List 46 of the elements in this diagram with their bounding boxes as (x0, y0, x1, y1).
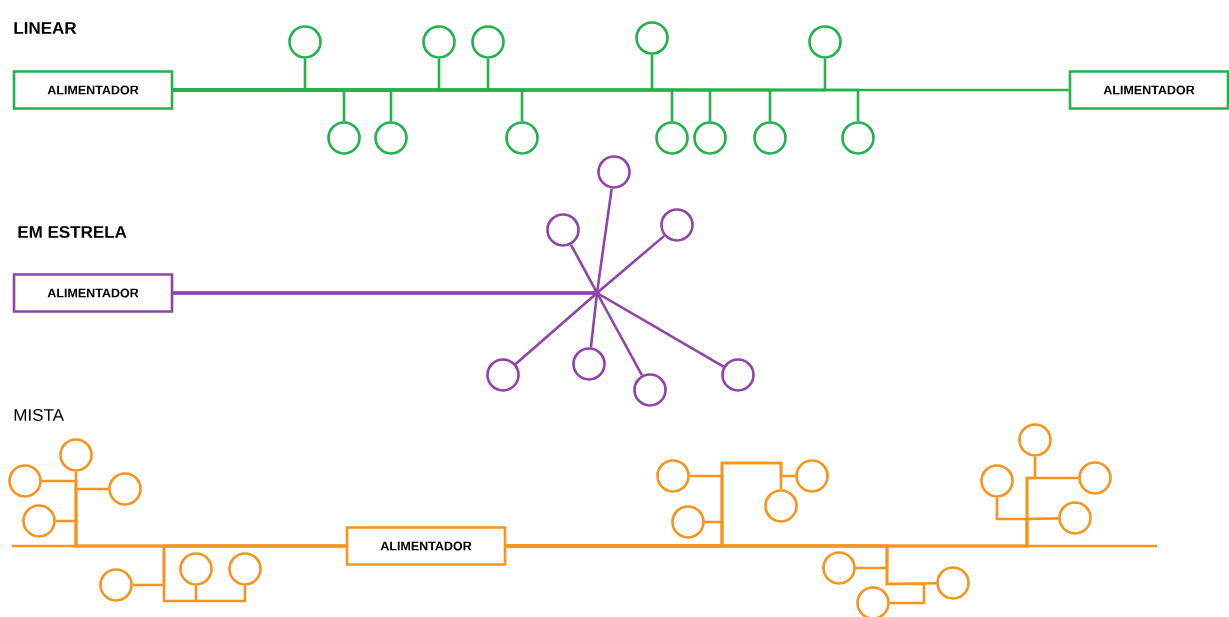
terminal-circle (764, 489, 798, 523)
terminal-circle (655, 121, 689, 155)
feeder-box: ALIMENTADOR (12, 273, 174, 313)
terminal-circle (936, 566, 970, 600)
terminal-circle (693, 121, 727, 155)
terminal-circle (633, 373, 667, 407)
terminal-circle (228, 552, 262, 586)
feeder-box: ALIMENTADOR (12, 70, 174, 110)
connector-line (506, 476, 1079, 548)
terminal-circle (59, 438, 93, 472)
terminal-circle (99, 568, 133, 602)
terminal-circle (327, 121, 361, 155)
terminal-circle (572, 347, 606, 381)
feeder-box: ALIMENTADOR (1068, 70, 1229, 110)
connector-line (162, 544, 346, 603)
terminal-circle (505, 121, 539, 155)
terminal-circle (8, 464, 42, 498)
terminal-circle (1018, 423, 1052, 457)
terminal-circle (179, 552, 213, 586)
terminal-circle (108, 472, 142, 506)
terminal-circle (841, 121, 875, 155)
terminal-circle (1058, 501, 1092, 535)
terminal-circle (288, 25, 322, 59)
terminal-circle (486, 358, 520, 392)
section-title: EM ESTRELA (18, 225, 127, 238)
terminal-circle (22, 504, 56, 538)
connector-line (173, 291, 725, 368)
terminal-circle (656, 459, 690, 493)
terminal-circle (374, 121, 408, 155)
terminal-circle (597, 155, 631, 189)
terminal-circle (721, 358, 755, 392)
section-title: MISTA (14, 408, 64, 421)
terminal-circle (471, 25, 505, 59)
terminal-circle (635, 21, 669, 55)
terminal-circle (822, 551, 856, 585)
terminal-circle (671, 505, 705, 539)
terminal-circle (795, 459, 829, 493)
terminal-circle (1078, 461, 1112, 495)
terminal-circle (546, 213, 580, 247)
terminal-circle (808, 25, 842, 59)
feeder-box: ALIMENTADOR (345, 526, 507, 566)
section-title: LINEAR (14, 22, 77, 34)
terminal-circle (980, 464, 1014, 498)
terminal-circle (422, 25, 456, 59)
terminal-circle (753, 121, 787, 155)
terminal-circle (660, 208, 694, 242)
